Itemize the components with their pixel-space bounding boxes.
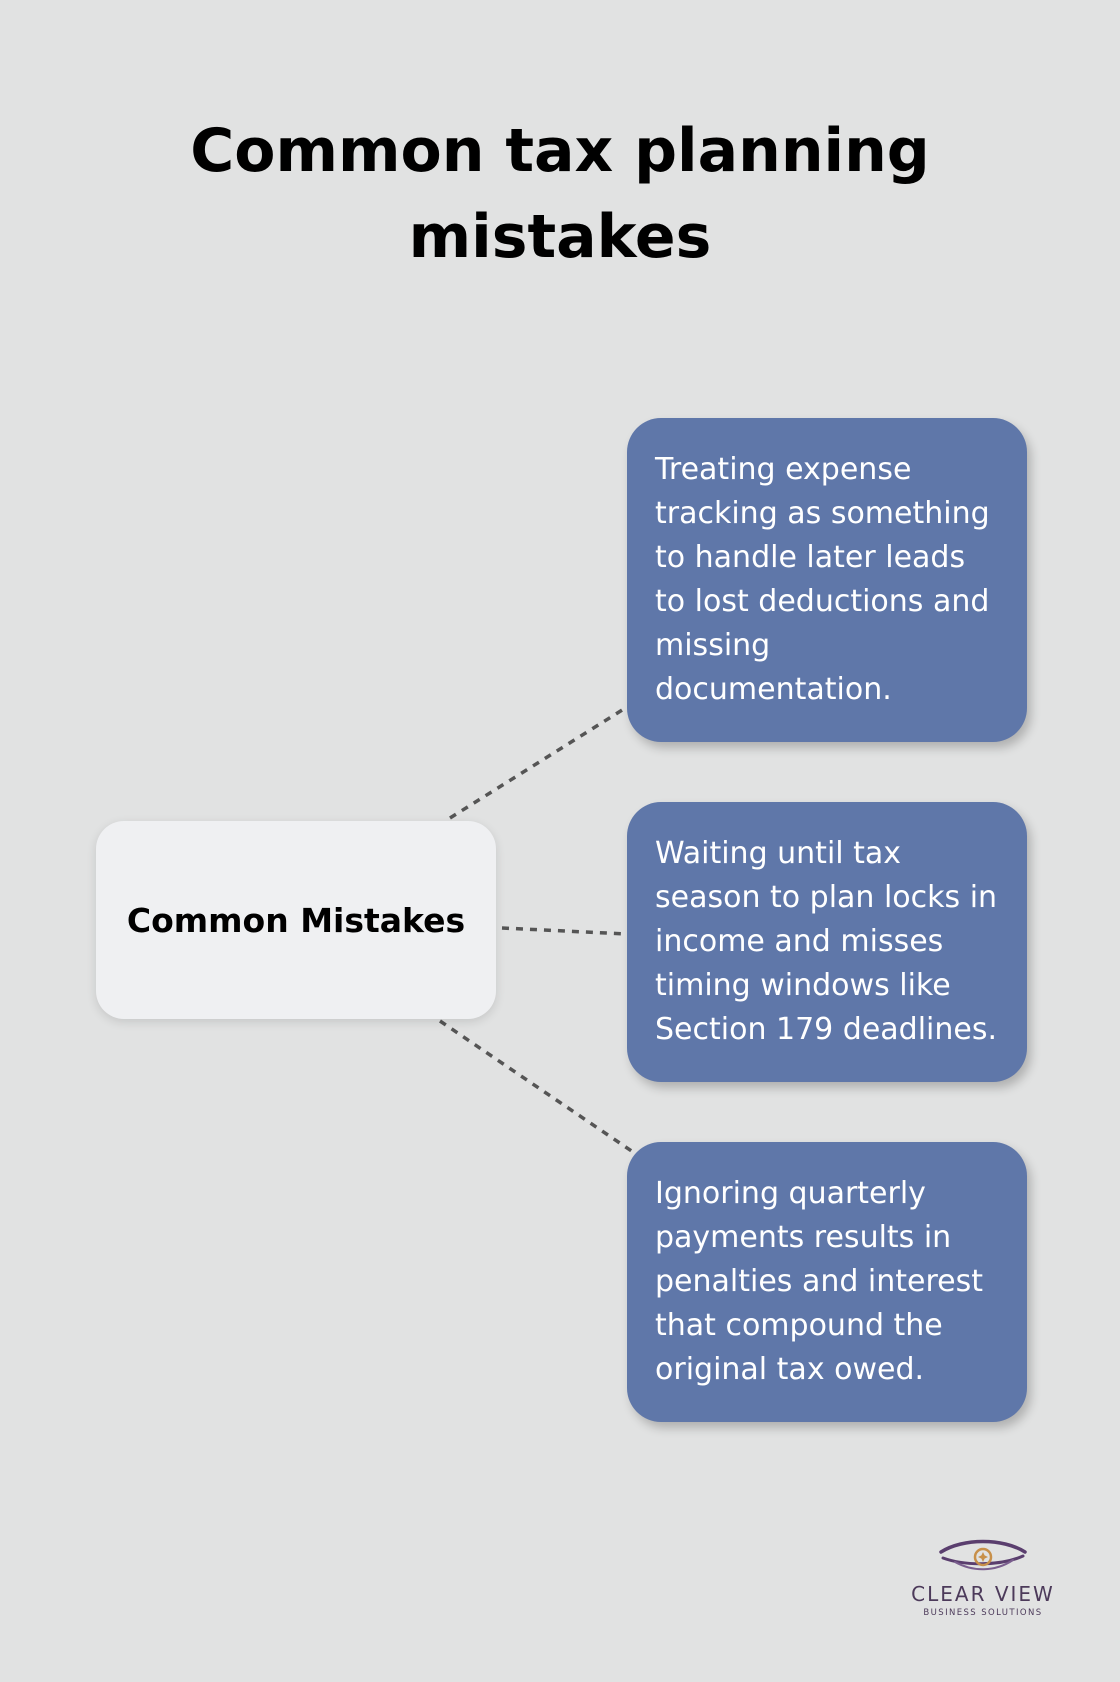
mistake-card-2-text: Waiting until tax season to plan locks i… bbox=[655, 836, 998, 1047]
mistake-card-2: Waiting until tax season to plan locks i… bbox=[627, 802, 1027, 1082]
mistake-card-1-text: Treating expense tracking as something t… bbox=[655, 452, 990, 707]
connector-to-card-2 bbox=[501, 926, 628, 936]
eye-logo-icon bbox=[939, 1539, 1027, 1571]
page-title: Common tax planning mistakes bbox=[0, 108, 1120, 280]
company-logo: CLEAR VIEW BUSINESS SOLUTIONS bbox=[890, 1536, 1076, 1618]
mistake-card-1: Treating expense tracking as something t… bbox=[627, 418, 1027, 742]
center-node-label: Common Mistakes bbox=[126, 900, 466, 940]
mistake-card-3: Ignoring quarterly payments results in p… bbox=[627, 1142, 1027, 1422]
center-node: Common Mistakes bbox=[96, 821, 496, 1019]
logo-name: CLEAR VIEW bbox=[911, 1582, 1055, 1606]
connector-to-card-3 bbox=[439, 1019, 634, 1154]
title-line-1: Common tax planning bbox=[190, 116, 930, 186]
mistake-card-3-text: Ignoring quarterly payments results in p… bbox=[655, 1176, 984, 1387]
logo-tagline: BUSINESS SOLUTIONS bbox=[923, 1608, 1043, 1618]
connector-to-card-1 bbox=[449, 705, 628, 820]
title-line-2: mistakes bbox=[408, 202, 712, 272]
